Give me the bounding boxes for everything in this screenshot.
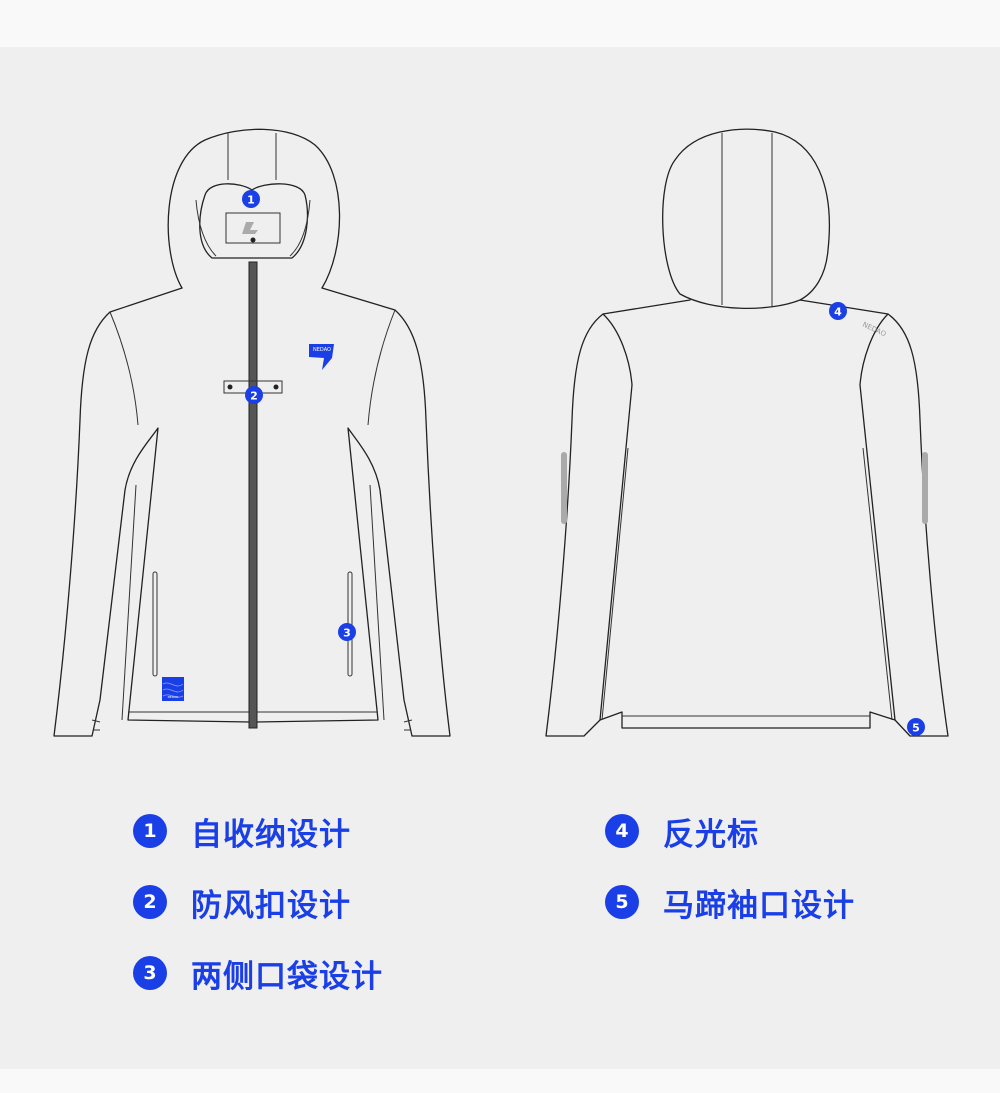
svg-text:1: 1 <box>247 194 255 207</box>
legend-number-2: 2 <box>133 885 167 919</box>
back-hood-outline <box>662 128 830 309</box>
hem-patch-badge: NEDAO <box>162 677 184 701</box>
svg-text:3: 3 <box>343 627 351 640</box>
legend-item-5: 5 马蹄袖口设计 <box>605 882 855 924</box>
marker-1: 1 <box>242 190 260 208</box>
collar-logo-icon <box>242 222 258 234</box>
back-left-vent <box>601 447 629 721</box>
svg-text:NEDAO: NEDAO <box>313 347 331 353</box>
front-left-side-panel <box>121 484 137 721</box>
marker-4: 4 <box>829 302 847 320</box>
hood-drawcord-right <box>289 199 311 257</box>
front-right-side-panel <box>369 484 385 721</box>
legend-item-1: 1 自收纳设计 <box>133 811 351 853</box>
front-body-left-outline <box>53 287 251 737</box>
marker-2: 2 <box>245 386 263 404</box>
back-body-right-outline <box>799 299 949 737</box>
legend-label-5: 马蹄袖口设计 <box>663 887 855 924</box>
legend-item-3: 3 两侧口袋设计 <box>133 953 383 995</box>
front-right-sleeve-seam <box>367 309 396 426</box>
marker-5: 5 <box>907 718 925 736</box>
back-left-reflective-strip <box>561 452 567 524</box>
front-hood-outline <box>167 128 341 289</box>
back-right-reflective-strip <box>922 452 928 524</box>
legend-number-3: 3 <box>133 956 167 990</box>
svg-text:2: 2 <box>250 390 258 403</box>
legend-number-1: 1 <box>133 814 167 848</box>
legend-label-4: 反光标 <box>663 816 759 853</box>
front-body-right-outline <box>255 287 451 737</box>
svg-text:NEDAO: NEDAO <box>168 695 179 699</box>
marker-3: 3 <box>338 623 356 641</box>
legend-label-1: 自收纳设计 <box>191 816 351 853</box>
center-zipper <box>249 262 257 728</box>
svg-text:5: 5 <box>912 722 920 735</box>
front-right-cuff <box>403 719 413 731</box>
front-left-sleeve-seam <box>109 311 139 426</box>
legend-item-2: 2 防风扣设计 <box>133 882 351 924</box>
jacket-front-view: NEDAO NEDAO 1 2 3 <box>53 128 451 737</box>
legend-item-4: 4 反光标 <box>605 811 759 853</box>
tab-snap-right-icon <box>273 384 279 390</box>
legend-number-4: 4 <box>605 814 639 848</box>
chest-logo-icon: NEDAO <box>309 344 334 370</box>
jacket-back-view: NEDAO 4 5 <box>545 128 949 737</box>
front-left-pocket-zip <box>152 571 158 677</box>
hood-drawcord-left <box>195 199 217 257</box>
legend-label-2: 防风扣设计 <box>191 887 351 924</box>
back-right-vent <box>862 447 893 721</box>
front-hood-opening <box>199 183 309 259</box>
legend-label-3: 两侧口袋设计 <box>191 958 383 995</box>
tab-snap-left-icon <box>227 384 233 390</box>
collar-label <box>225 212 281 244</box>
front-left-cuff <box>91 719 101 731</box>
back-body-left-outline <box>545 299 691 737</box>
legend-number-5: 5 <box>605 885 639 919</box>
shoulder-reflective-logo: NEDAO <box>861 321 888 339</box>
svg-text:4: 4 <box>834 306 842 319</box>
back-hem <box>599 711 896 729</box>
collar-snap-icon <box>250 237 256 243</box>
